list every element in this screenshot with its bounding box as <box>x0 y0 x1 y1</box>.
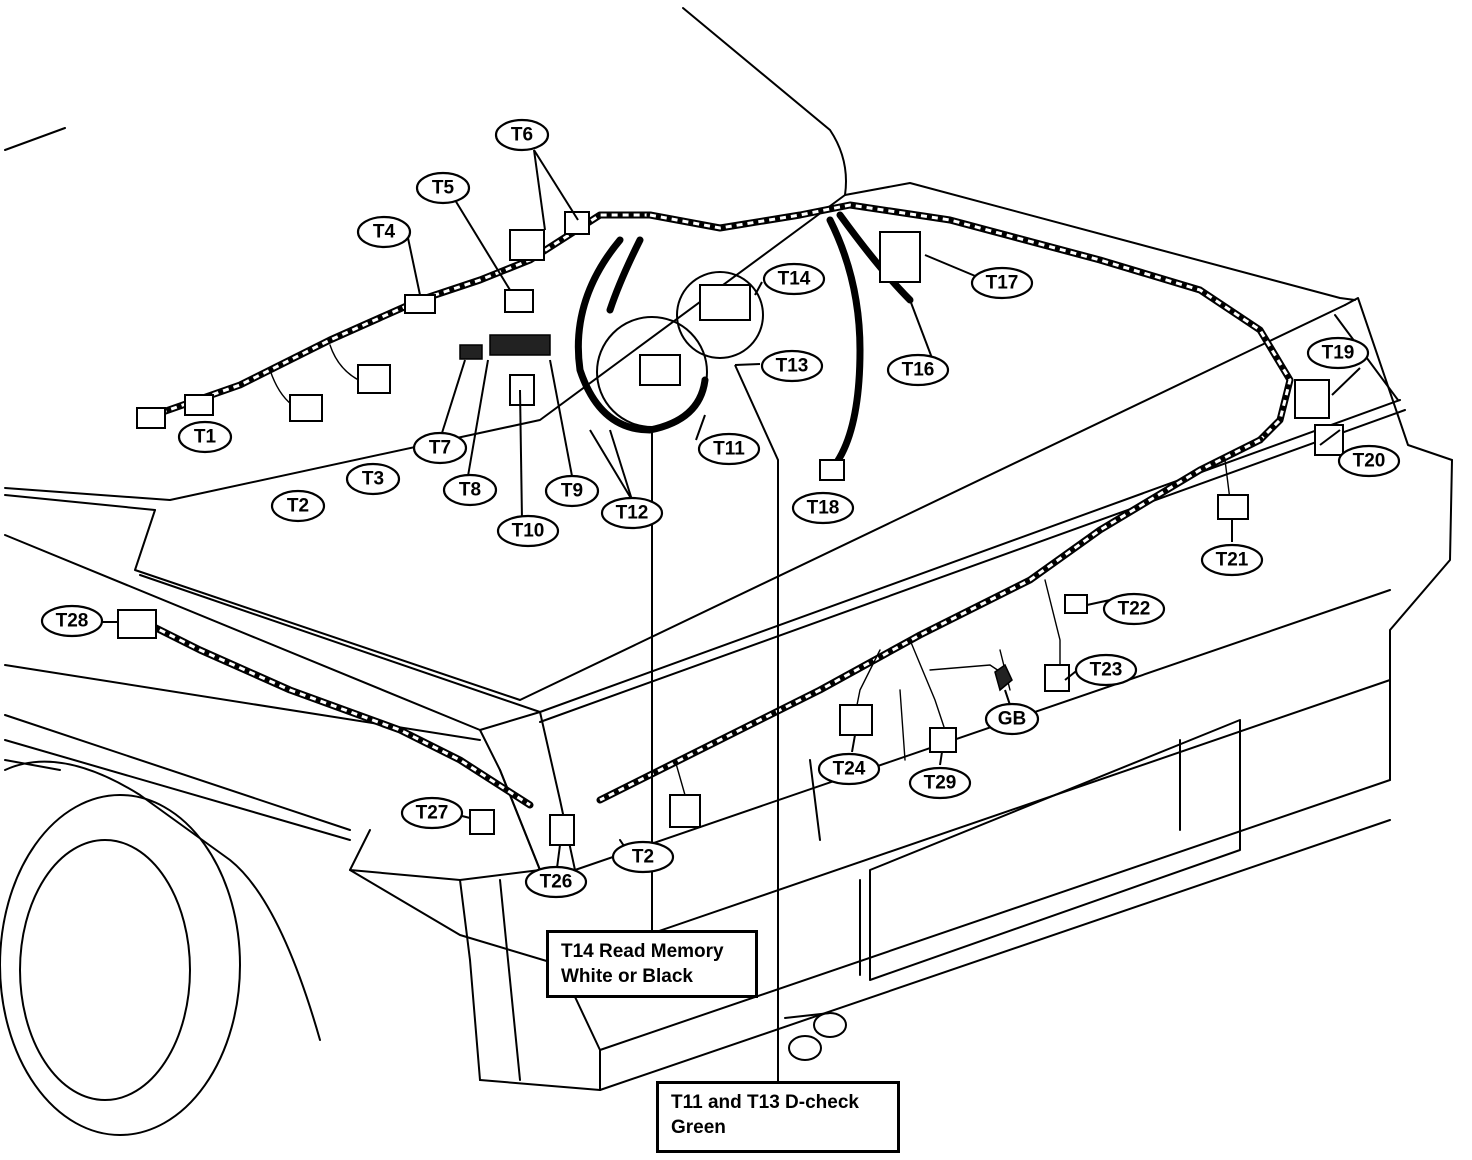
label-t22: T22 <box>1102 592 1166 626</box>
ground-gb <box>994 663 1013 692</box>
connector-t10 <box>509 374 535 406</box>
label-t28-text: T28 <box>56 611 89 632</box>
connector-t3 <box>357 364 391 394</box>
note-t11-t13-line1: T11 and T13 D-check <box>671 1092 859 1113</box>
label-t20: T20 <box>1337 444 1401 478</box>
detail-circle-t11 <box>596 316 708 428</box>
connector-t2 <box>289 394 323 422</box>
label-t23-text: T23 <box>1090 660 1123 681</box>
label-t13: T13 <box>760 349 824 383</box>
label-t21: T21 <box>1200 543 1264 577</box>
connector-t28 <box>117 609 157 639</box>
note-t14-line2: White or Black <box>561 966 693 987</box>
label-t24-text: T24 <box>833 759 866 780</box>
connector-t4 <box>404 294 436 314</box>
label-t11-text: T11 <box>713 439 745 460</box>
connector-t26 <box>549 814 575 846</box>
label-t3: T3 <box>345 462 401 496</box>
label-t2x-text: T2 <box>632 847 654 868</box>
wire-harness <box>136 201 1294 821</box>
label-t17-text: T17 <box>986 273 1019 294</box>
label-t1: T1 <box>177 420 233 454</box>
leader-lines <box>98 149 1361 1081</box>
label-t8: T8 <box>442 473 498 507</box>
connector-t1 <box>184 394 214 416</box>
label-t20-text: T20 <box>1353 451 1386 472</box>
label-t12-text: T12 <box>616 503 649 524</box>
label-t2x: T2 <box>611 840 675 874</box>
label-t14: T14 <box>762 262 826 296</box>
label-t2: T2 <box>270 489 326 523</box>
connector-t23 <box>1044 664 1070 692</box>
label-t14-text: T14 <box>778 269 811 290</box>
label-t12: T12 <box>600 496 664 530</box>
connector-t6b <box>564 211 590 235</box>
connector-t21 <box>1217 494 1249 520</box>
label-t8-text: T8 <box>459 480 481 501</box>
label-t10: T10 <box>496 514 560 548</box>
label-gb: GB <box>984 702 1040 736</box>
connector-t6 <box>509 229 545 261</box>
label-t16: T16 <box>886 353 950 387</box>
label-t7: T7 <box>412 431 468 465</box>
label-t2-text: T2 <box>287 496 309 517</box>
note-t14-line1: T14 Read Memory <box>561 941 724 962</box>
connector-t14 <box>699 284 751 321</box>
label-t9: T9 <box>544 474 600 508</box>
label-t21-text: T21 <box>1216 550 1249 571</box>
label-t3-text: T3 <box>362 469 384 490</box>
label-t18: T18 <box>791 491 855 525</box>
label-t22-text: T22 <box>1118 599 1151 620</box>
label-t1-text: T1 <box>194 427 217 448</box>
label-t29: T29 <box>908 766 972 800</box>
label-t29-text: T29 <box>924 773 957 794</box>
label-t19: T19 <box>1306 336 1370 370</box>
label-t24: T24 <box>817 752 881 786</box>
connector-t7 <box>459 344 483 360</box>
label-t13-text: T13 <box>776 356 809 377</box>
label-t7-text: T7 <box>429 438 451 459</box>
connector-t5 <box>504 289 534 313</box>
connector-t19 <box>1294 379 1330 419</box>
label-gb-text: GB <box>998 709 1027 730</box>
connector-t29 <box>929 727 957 753</box>
label-t16-text: T16 <box>902 360 935 381</box>
label-t28: T28 <box>40 604 104 638</box>
note-t14-read-memory: T14 Read Memory White or Black <box>546 930 758 998</box>
label-t27-text: T27 <box>416 803 449 824</box>
connector-t22 <box>1064 594 1088 614</box>
label-t10-text: T10 <box>512 521 545 542</box>
connector-t27 <box>469 809 495 835</box>
connector-t16 <box>879 231 921 283</box>
connector-t20 <box>1314 424 1344 456</box>
connectors <box>117 211 1344 846</box>
label-t17: T17 <box>970 266 1034 300</box>
connector-t25 <box>669 794 701 828</box>
label-t5-text: T5 <box>432 178 455 199</box>
label-t11: T11 <box>697 432 761 466</box>
connector-t1b <box>136 407 166 429</box>
label-t6: T6 <box>494 118 550 152</box>
label-t18-text: T18 <box>807 498 840 519</box>
label-t26-text: T26 <box>540 872 573 893</box>
connector-t8 <box>489 334 551 356</box>
label-t9-text: T9 <box>561 481 583 502</box>
connector-t18 <box>819 459 845 481</box>
label-t26: T26 <box>524 865 588 899</box>
label-t5: T5 <box>415 171 471 205</box>
note-t11-t13-line2: Green <box>671 1117 726 1138</box>
label-t27: T27 <box>400 796 464 830</box>
label-t19-text: T19 <box>1322 343 1355 364</box>
label-t4-text: T4 <box>373 222 396 243</box>
detail-circle-t14 <box>676 271 764 359</box>
label-t23: T23 <box>1074 653 1138 687</box>
connector-t24 <box>839 704 873 736</box>
note-t11-t13-d-check: T11 and T13 D-check Green <box>656 1081 900 1153</box>
label-t4: T4 <box>356 215 412 249</box>
label-t6-text: T6 <box>511 125 533 146</box>
connector-t11 <box>639 354 681 386</box>
